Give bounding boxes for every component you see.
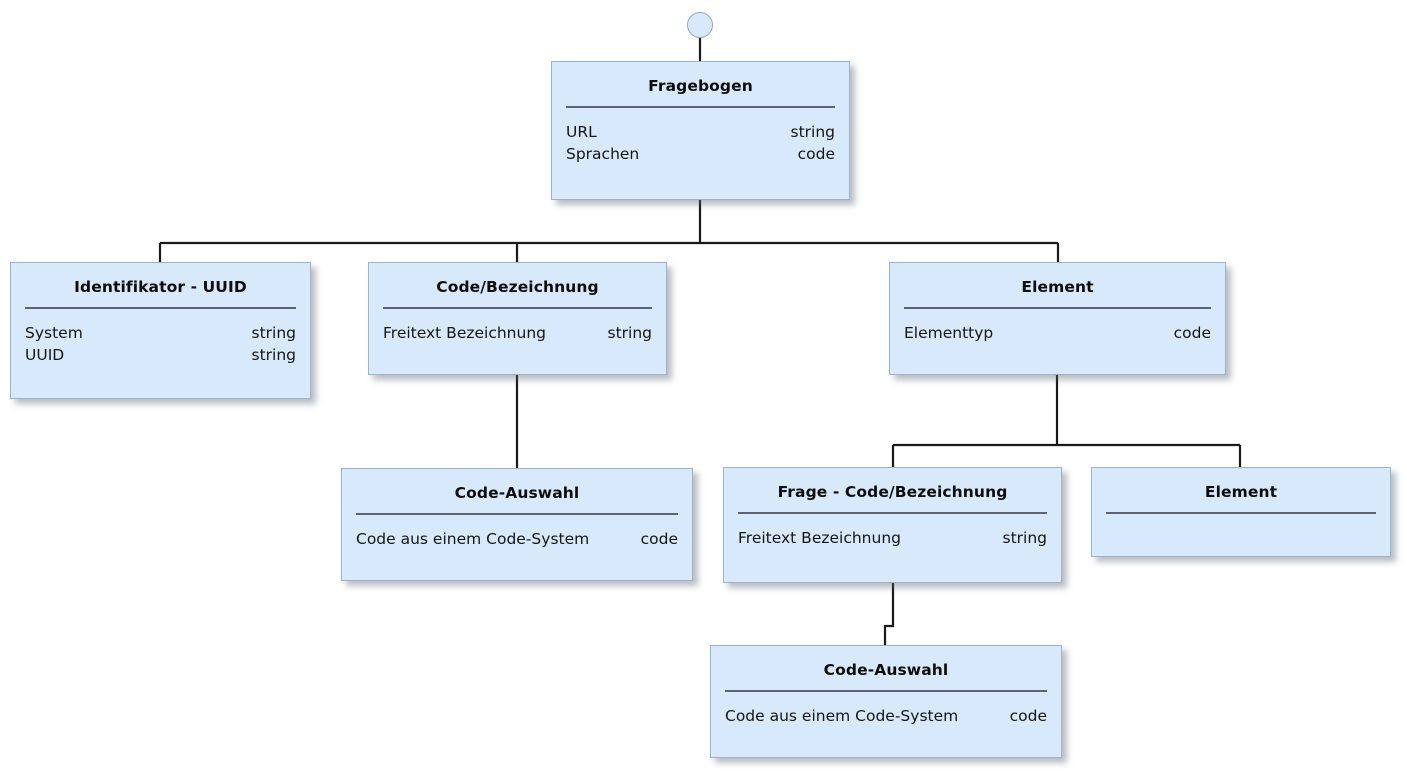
- class-attribute-row: URL string: [566, 122, 835, 144]
- attribute-type: code: [640, 530, 678, 549]
- class-attribute-row: UUID string: [25, 345, 296, 367]
- class-attributes: URL string Sprachen code: [552, 108, 849, 165]
- class-attribute-row: Freitext Bezeichnung string: [383, 323, 652, 345]
- class-attributes: [1092, 514, 1390, 528]
- class-divider: [566, 106, 835, 109]
- attribute-type: code: [797, 144, 835, 163]
- attribute-type: string: [607, 324, 653, 343]
- attribute-type: string: [790, 123, 836, 142]
- attribute-name: Freitext Bezeichnung: [738, 529, 901, 548]
- class-attributes: Freitext Bezeichnung string: [369, 309, 666, 345]
- class-attributes: System string UUID string: [11, 309, 310, 366]
- class-box-code-auswahl-2[interactable]: Code-Auswahl Code aus einem Code-System …: [710, 645, 1062, 758]
- class-divider: [383, 307, 652, 310]
- class-divider: [904, 307, 1211, 310]
- attribute-type: code: [1173, 324, 1211, 343]
- edge-frage-to-codeauswahl: [883, 583, 895, 645]
- class-box-element[interactable]: Element Elementtyp code: [889, 262, 1226, 375]
- class-divider: [356, 513, 678, 516]
- class-divider: [25, 307, 296, 310]
- class-title: Code-Auswahl: [823, 661, 949, 679]
- class-box-code-bezeichnung[interactable]: Code/Bezeichnung Freitext Bezeichnung st…: [368, 262, 667, 375]
- class-attributes: Code aus einem Code-System code: [711, 692, 1061, 728]
- attribute-name: System: [25, 324, 83, 343]
- class-attributes: Freitext Bezeichnung string: [724, 514, 1061, 550]
- attribute-type: string: [251, 324, 297, 343]
- class-attribute-row: Code aus einem Code-System code: [725, 706, 1047, 728]
- attribute-name: Code aus einem Code-System: [356, 530, 590, 549]
- attribute-type: string: [251, 345, 297, 364]
- attribute-type: string: [1002, 529, 1048, 548]
- class-box-identifikator-uuid[interactable]: Identifikator - UUID System string UUID …: [10, 262, 311, 399]
- attribute-name: UUID: [25, 345, 65, 364]
- class-title: Element: [1021, 278, 1094, 296]
- attribute-name: Sprachen: [566, 144, 640, 163]
- class-title: Fragebogen: [648, 77, 753, 95]
- class-title: Identifikator - UUID: [74, 278, 247, 296]
- attribute-name: Code aus einem Code-System: [725, 707, 959, 726]
- class-box-element-recursive[interactable]: Element: [1091, 467, 1391, 557]
- class-divider: [738, 512, 1047, 515]
- class-attribute-row: System string: [25, 323, 296, 345]
- class-divider: [1106, 512, 1376, 515]
- class-attribute-row: Elementtyp code: [904, 323, 1211, 345]
- attribute-name: Elementtyp: [904, 324, 994, 343]
- class-divider: [725, 690, 1047, 693]
- class-attribute-row: Freitext Bezeichnung string: [738, 528, 1047, 550]
- class-attributes: Code aus einem Code-System code: [342, 515, 692, 551]
- class-title: Code/Bezeichnung: [436, 278, 599, 296]
- attribute-name: Freitext Bezeichnung: [383, 324, 546, 343]
- class-title: Element: [1204, 483, 1278, 501]
- class-attributes: Elementtyp code: [890, 309, 1225, 345]
- class-box-fragebogen[interactable]: Fragebogen URL string Sprachen code: [551, 61, 850, 200]
- class-title: Code-Auswahl: [454, 484, 580, 502]
- class-box-frage-code-bezeichnung[interactable]: Frage - Code/Bezeichnung Freitext Bezeic…: [723, 467, 1062, 583]
- class-attribute-row: Sprachen code: [566, 144, 835, 166]
- attribute-type: code: [1009, 707, 1047, 726]
- class-attribute-row: Code aus einem Code-System code: [356, 529, 678, 551]
- start-node: [687, 12, 713, 38]
- class-box-code-auswahl-1[interactable]: Code-Auswahl Code aus einem Code-System …: [341, 468, 693, 581]
- class-title: Frage - Code/Bezeichnung: [777, 483, 1008, 501]
- attribute-name: URL: [566, 123, 597, 142]
